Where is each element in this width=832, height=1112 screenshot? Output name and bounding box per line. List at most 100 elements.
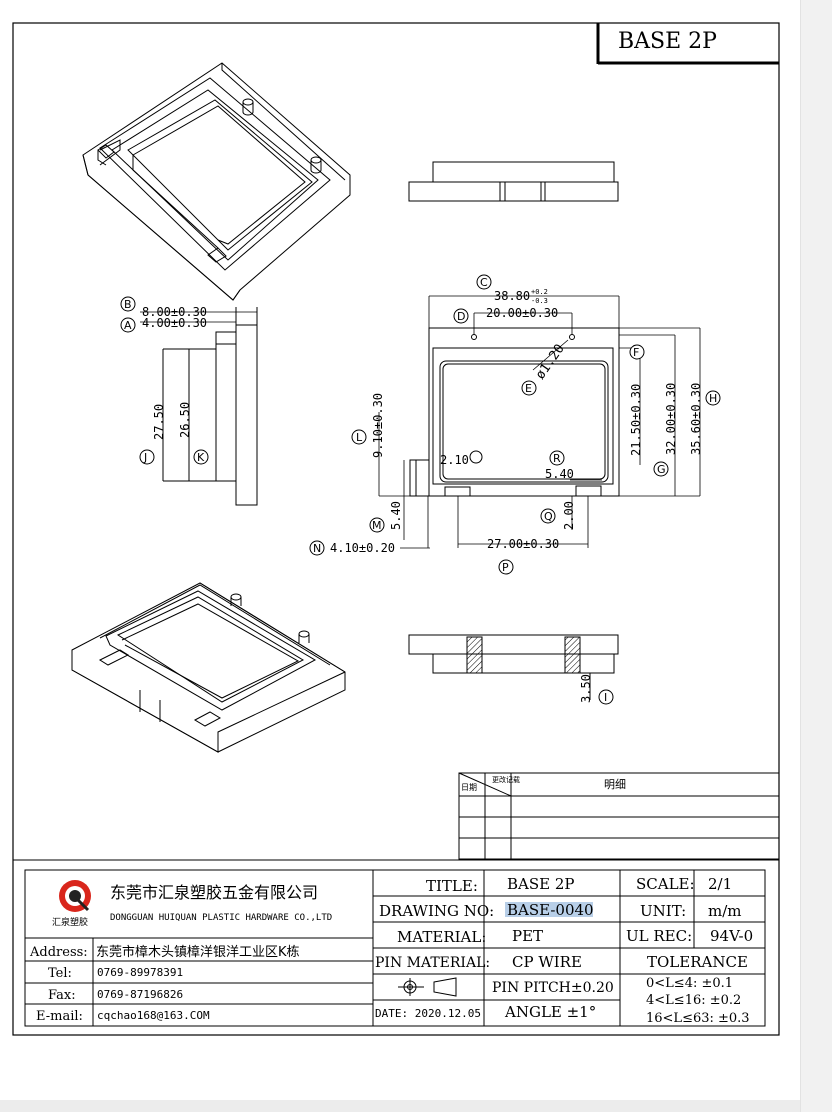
pin-material-label: PIN MATERIAL:: [375, 955, 490, 971]
dim-c: 38.80: [494, 289, 530, 303]
marker-i: I: [598, 689, 614, 705]
drawing-label: DRAWING NO:: [379, 902, 494, 920]
svg-text:R: R: [553, 452, 561, 465]
tel-label: Tel:: [48, 966, 72, 981]
marker-p: P: [498, 559, 514, 575]
address-label: Address:: [29, 945, 88, 960]
marker-e: E: [521, 380, 537, 396]
svg-text:P: P: [502, 561, 509, 574]
dim-g: 32.00±0.30: [664, 383, 678, 455]
iso-view-top: [82, 62, 351, 301]
ul-label: UL REC:: [626, 927, 692, 945]
material-label: MATERIAL:: [397, 928, 486, 946]
svg-text:G: G: [657, 463, 666, 476]
rev-detail-col: 明细: [604, 778, 626, 791]
side-view-bottom: [408, 634, 619, 700]
marker-g: G: [653, 461, 669, 477]
svg-text:N: N: [313, 542, 321, 555]
marker-m: M: [369, 517, 385, 533]
svg-text:M: M: [372, 519, 382, 532]
scale-label: SCALE:: [636, 875, 695, 893]
tolerance-label: TOLERANCE: [647, 953, 748, 971]
scale-value: 2/1: [708, 875, 732, 893]
markers: B A C D E F G H I J K L M N P Q R: [120, 274, 721, 705]
marker-h: H: [705, 390, 721, 406]
marker-k: K: [193, 449, 209, 465]
rev-change-col: 更改记载: [492, 775, 520, 784]
svg-text:A: A: [124, 319, 132, 332]
dim-j: 27.50: [152, 404, 166, 440]
marker-o-small: [469, 450, 483, 464]
svg-text:H: H: [709, 392, 717, 405]
marker-r: R: [549, 450, 565, 466]
tel-value: 0769-89978391: [97, 966, 183, 979]
vertical-scrollbar[interactable]: [800, 0, 832, 1112]
marker-a: A: [120, 317, 136, 333]
dim-q: 2.00: [562, 501, 576, 530]
rev-date-col: 日期: [461, 783, 477, 792]
marker-f: F: [629, 344, 645, 360]
svg-text:I: I: [604, 691, 607, 704]
company-name-en: DONGGUAN HUIQUAN PLASTIC HARDWARE CO.,LT…: [110, 913, 332, 923]
title-box-text: BASE 2P: [618, 29, 717, 54]
technical-drawing: BASE 2P: [12, 22, 780, 1036]
tolerance-3: 16<L≤63: ±0.3: [646, 1011, 750, 1026]
left-dims: 8.00±0.30 4.00±0.30 27.50 26.50: [140, 305, 257, 440]
angle-tolerance: ANGLE ±1°: [504, 1003, 596, 1021]
dim-d: 20.00±0.30: [486, 306, 558, 320]
iso-view-bottom: [71, 582, 346, 753]
dim-r-label: 2.10: [440, 453, 469, 467]
marker-q: Q: [540, 508, 556, 524]
dim-a: 4.00±0.30: [142, 316, 207, 330]
side-view-left: [162, 307, 258, 506]
projection-symbol-icon: [398, 977, 457, 997]
marker-b: B: [120, 296, 136, 312]
company-name-cn: 东莞市汇泉塑胶五金有限公司: [110, 883, 318, 902]
front-dims: [378, 295, 701, 549]
dim-p: 27.00±0.30: [487, 537, 559, 551]
pin-pitch: PIN PITCH±0.20: [492, 980, 614, 996]
dim-m: 5.40: [389, 501, 403, 530]
dim-c-plus: +0.2: [531, 288, 548, 296]
svg-text:E: E: [525, 382, 532, 395]
marker-n: N: [309, 540, 325, 556]
dim-l: 9.10±0.30: [371, 393, 385, 458]
revision-table: [458, 772, 780, 860]
address-value: 东莞市樟木头镇樟洋银洋工业区K栋: [96, 944, 300, 960]
marker-j: J: [139, 449, 155, 465]
svg-text:D: D: [457, 310, 465, 323]
dim-i: 3.50: [579, 674, 593, 703]
pin-material-value: CP WIRE: [512, 953, 582, 971]
svg-text:Q: Q: [544, 510, 553, 523]
tolerance-1: 0<L≤4: ±0.1: [646, 976, 733, 991]
drawing-date: DATE: 2020.12.05: [375, 1007, 481, 1020]
dim-n: 4.10±0.20: [330, 541, 395, 555]
dim-b: 8.00±0.30: [142, 305, 207, 319]
side-view-top: [408, 161, 619, 202]
svg-text:K: K: [197, 451, 205, 464]
title-value: BASE 2P: [507, 875, 575, 893]
marker-l: L: [351, 429, 367, 445]
svg-text:B: B: [124, 298, 132, 311]
dim-h: 35.60±0.30: [689, 383, 703, 455]
dim-r-val: 5.40: [545, 467, 574, 481]
ul-value: 94V-0: [710, 927, 753, 945]
drawing-value[interactable]: BASE-0040: [507, 901, 594, 919]
email-label: E-mail:: [36, 1009, 83, 1024]
svg-text:F: F: [633, 346, 639, 359]
dim-f: 21.50±0.30: [629, 384, 643, 456]
material-value: PET: [512, 927, 543, 945]
email-value: cqchao168@163.COM: [97, 1009, 210, 1022]
fax-label: Fax:: [48, 988, 76, 1003]
dim-k: 26.50: [178, 402, 192, 438]
tolerance-2: 4<L≤16: ±0.2: [646, 993, 741, 1008]
unit-value: m/m: [708, 902, 742, 920]
title-block: [12, 859, 780, 1036]
company-logo: 汇泉塑胶: [52, 880, 91, 928]
marker-c: C: [476, 274, 492, 290]
logo-text: 汇泉塑胶: [52, 916, 88, 928]
svg-text:J: J: [143, 451, 147, 464]
title-box: BASE 2P: [596, 22, 780, 65]
horizontal-scrollbar[interactable]: [0, 1100, 800, 1112]
